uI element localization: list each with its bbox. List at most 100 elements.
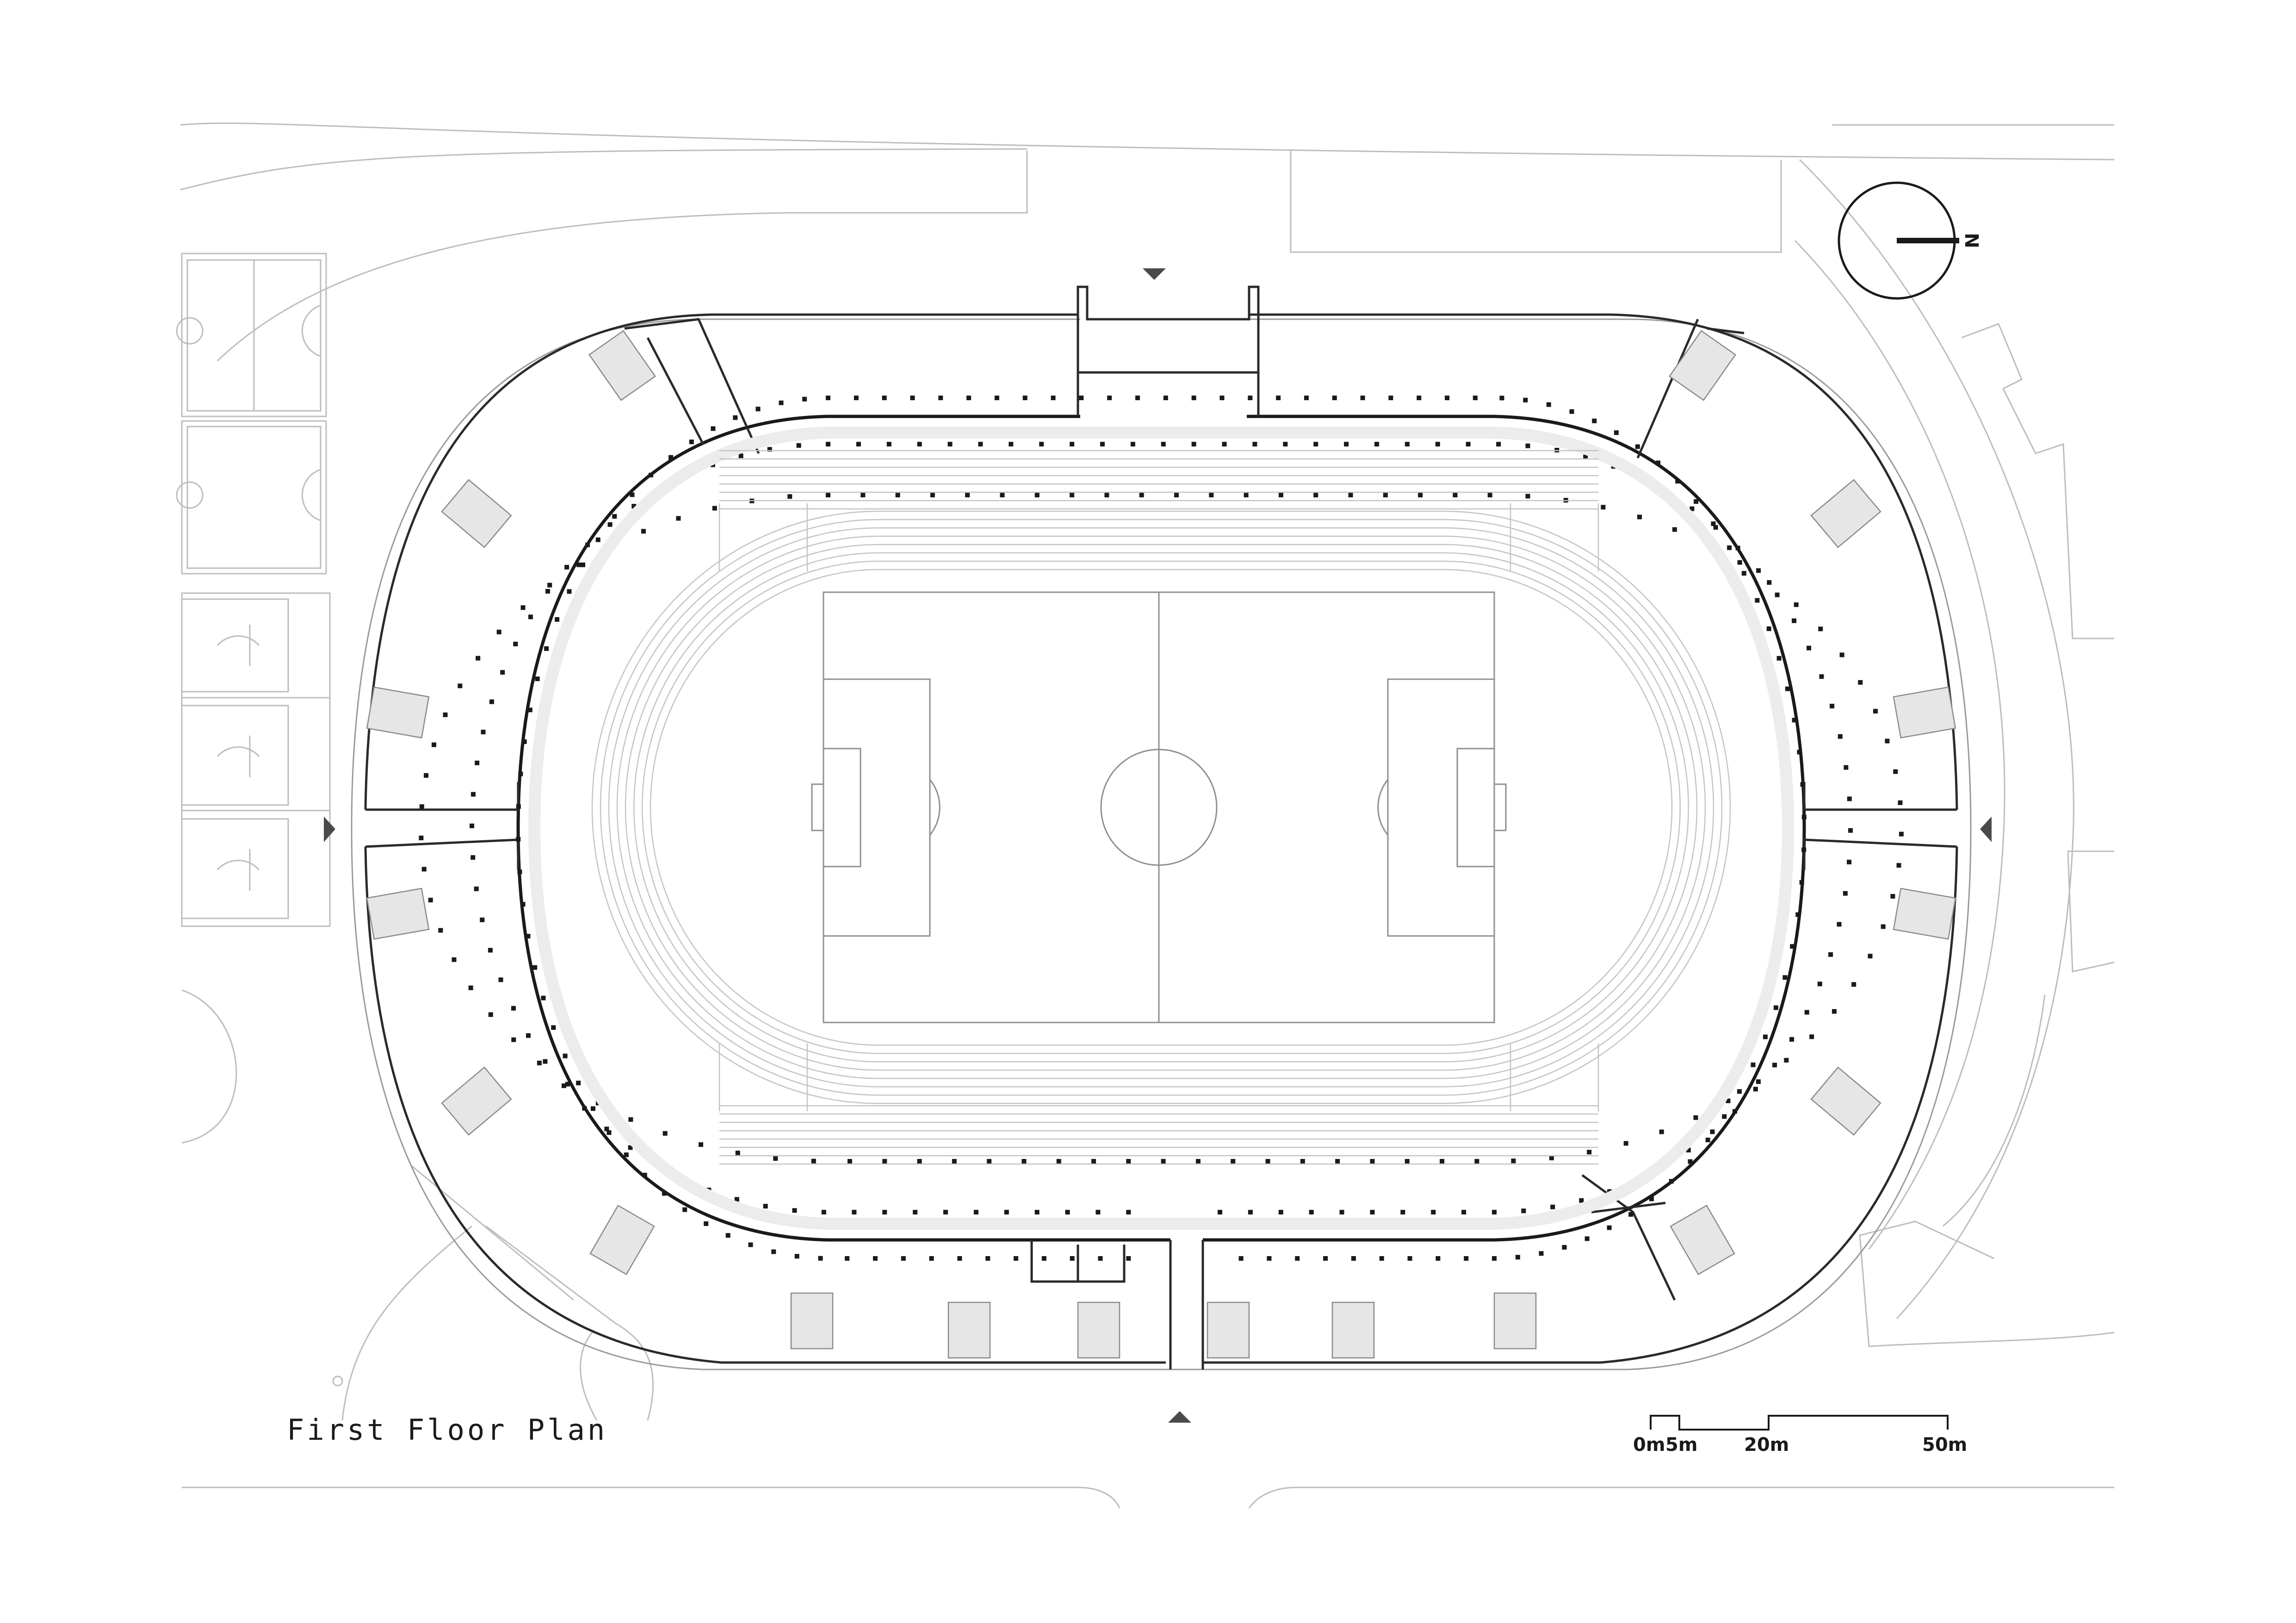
column-dot [1521, 1208, 1526, 1214]
column-dot [516, 804, 521, 809]
column-dot [1161, 442, 1166, 446]
column-dot [475, 761, 480, 766]
column-dot [966, 396, 972, 400]
column-dot [1034, 493, 1040, 497]
column-dot [1669, 1179, 1674, 1184]
column-dot [511, 1006, 516, 1011]
stair-core-sw1 [441, 1066, 512, 1136]
column-dot [1737, 1089, 1742, 1094]
column-dot [882, 1210, 887, 1214]
column-dot [511, 1037, 516, 1042]
column-dot [1726, 1098, 1731, 1103]
column-dot [1191, 442, 1196, 446]
column-dot [1839, 652, 1844, 657]
column-dot [468, 985, 473, 991]
column-dot [1741, 571, 1746, 576]
column-dot [1562, 1245, 1567, 1250]
column-dot [565, 1082, 570, 1087]
stair-core-e2 [1893, 686, 1956, 739]
west-divider-upper [365, 782, 520, 811]
futsal-court-2-circle [176, 481, 204, 509]
column-dot [526, 934, 531, 939]
column-dot [978, 442, 983, 446]
track-lane-line [641, 560, 1681, 1054]
column-dot [1195, 1159, 1201, 1164]
goal-east [1493, 783, 1507, 831]
column-dot [882, 1159, 887, 1164]
column-dot [1351, 1256, 1356, 1261]
lower-left-path-1 [341, 1225, 472, 1421]
penalty-arc-west [929, 779, 941, 836]
column-dot [544, 646, 549, 651]
column-dot [1218, 1210, 1223, 1214]
column-dot [476, 656, 481, 661]
column-dot [1453, 493, 1458, 497]
column-dot [1893, 769, 1898, 774]
column-dot [1756, 1079, 1761, 1084]
column-dot [811, 1158, 816, 1164]
column-dot [1405, 1159, 1410, 1164]
column-dot [1126, 1256, 1131, 1261]
column-dot [826, 396, 830, 400]
column-dot [1775, 592, 1780, 597]
scale-tick-20: 20m [1744, 1434, 1789, 1456]
east-divider-upper [1803, 782, 1957, 811]
goal-area-west [823, 748, 861, 867]
column-dot [1474, 1159, 1479, 1164]
column-dot [1873, 709, 1878, 714]
column-dot [1244, 493, 1249, 497]
column-dot [973, 1210, 978, 1214]
column-dot [1656, 460, 1661, 465]
column-dot [662, 1131, 668, 1136]
column-dot [1672, 527, 1677, 532]
column-dot [1525, 443, 1530, 448]
column-dot [1818, 626, 1823, 632]
column-dot [1751, 1062, 1756, 1067]
column-dot [522, 739, 527, 744]
column-dot [535, 676, 540, 681]
entrance-marker-icon [324, 817, 335, 842]
column-dot [1248, 396, 1253, 400]
column-dot [1819, 674, 1824, 679]
track-outer-band [528, 427, 1795, 1230]
column-dot [1837, 922, 1842, 927]
basketball-key-2 [217, 736, 260, 777]
column-dot [1267, 1256, 1272, 1261]
column-dot [787, 494, 792, 499]
column-dot [1313, 493, 1318, 497]
column-dot [528, 614, 533, 619]
column-dot [576, 562, 582, 567]
column-dot [1466, 442, 1471, 446]
column-dot [1473, 396, 1478, 400]
column-dot [1323, 1256, 1328, 1261]
column-dot [1515, 1255, 1520, 1260]
column-dot [1817, 981, 1822, 986]
column-dot [630, 492, 635, 497]
column-dot [1767, 580, 1772, 585]
column-dot [1773, 1005, 1778, 1010]
column-dot [428, 898, 433, 903]
column-dot [1694, 499, 1699, 504]
column-dot [802, 396, 807, 402]
column-dot [543, 1059, 548, 1064]
stair-core-e1 [1893, 887, 1956, 940]
column-dot [854, 396, 859, 400]
column-dot [917, 1159, 922, 1164]
entrance-marker-icon [1143, 268, 1166, 280]
column-dot [443, 712, 448, 718]
column-dot [1583, 454, 1588, 459]
column-dot [882, 396, 887, 400]
column-dot [895, 493, 900, 497]
column-dot [1804, 1010, 1809, 1015]
column-dot [725, 1233, 730, 1238]
column-dot [1383, 493, 1388, 497]
column-dot [682, 1207, 687, 1212]
column-dot [551, 1025, 556, 1030]
column-dot [500, 670, 505, 675]
column-dot [1844, 765, 1849, 770]
column-dot [513, 641, 518, 646]
column-dot [1209, 493, 1214, 497]
column-dot [555, 617, 560, 622]
futsal-court-1-goal [301, 304, 321, 357]
column-dot [794, 1254, 799, 1259]
